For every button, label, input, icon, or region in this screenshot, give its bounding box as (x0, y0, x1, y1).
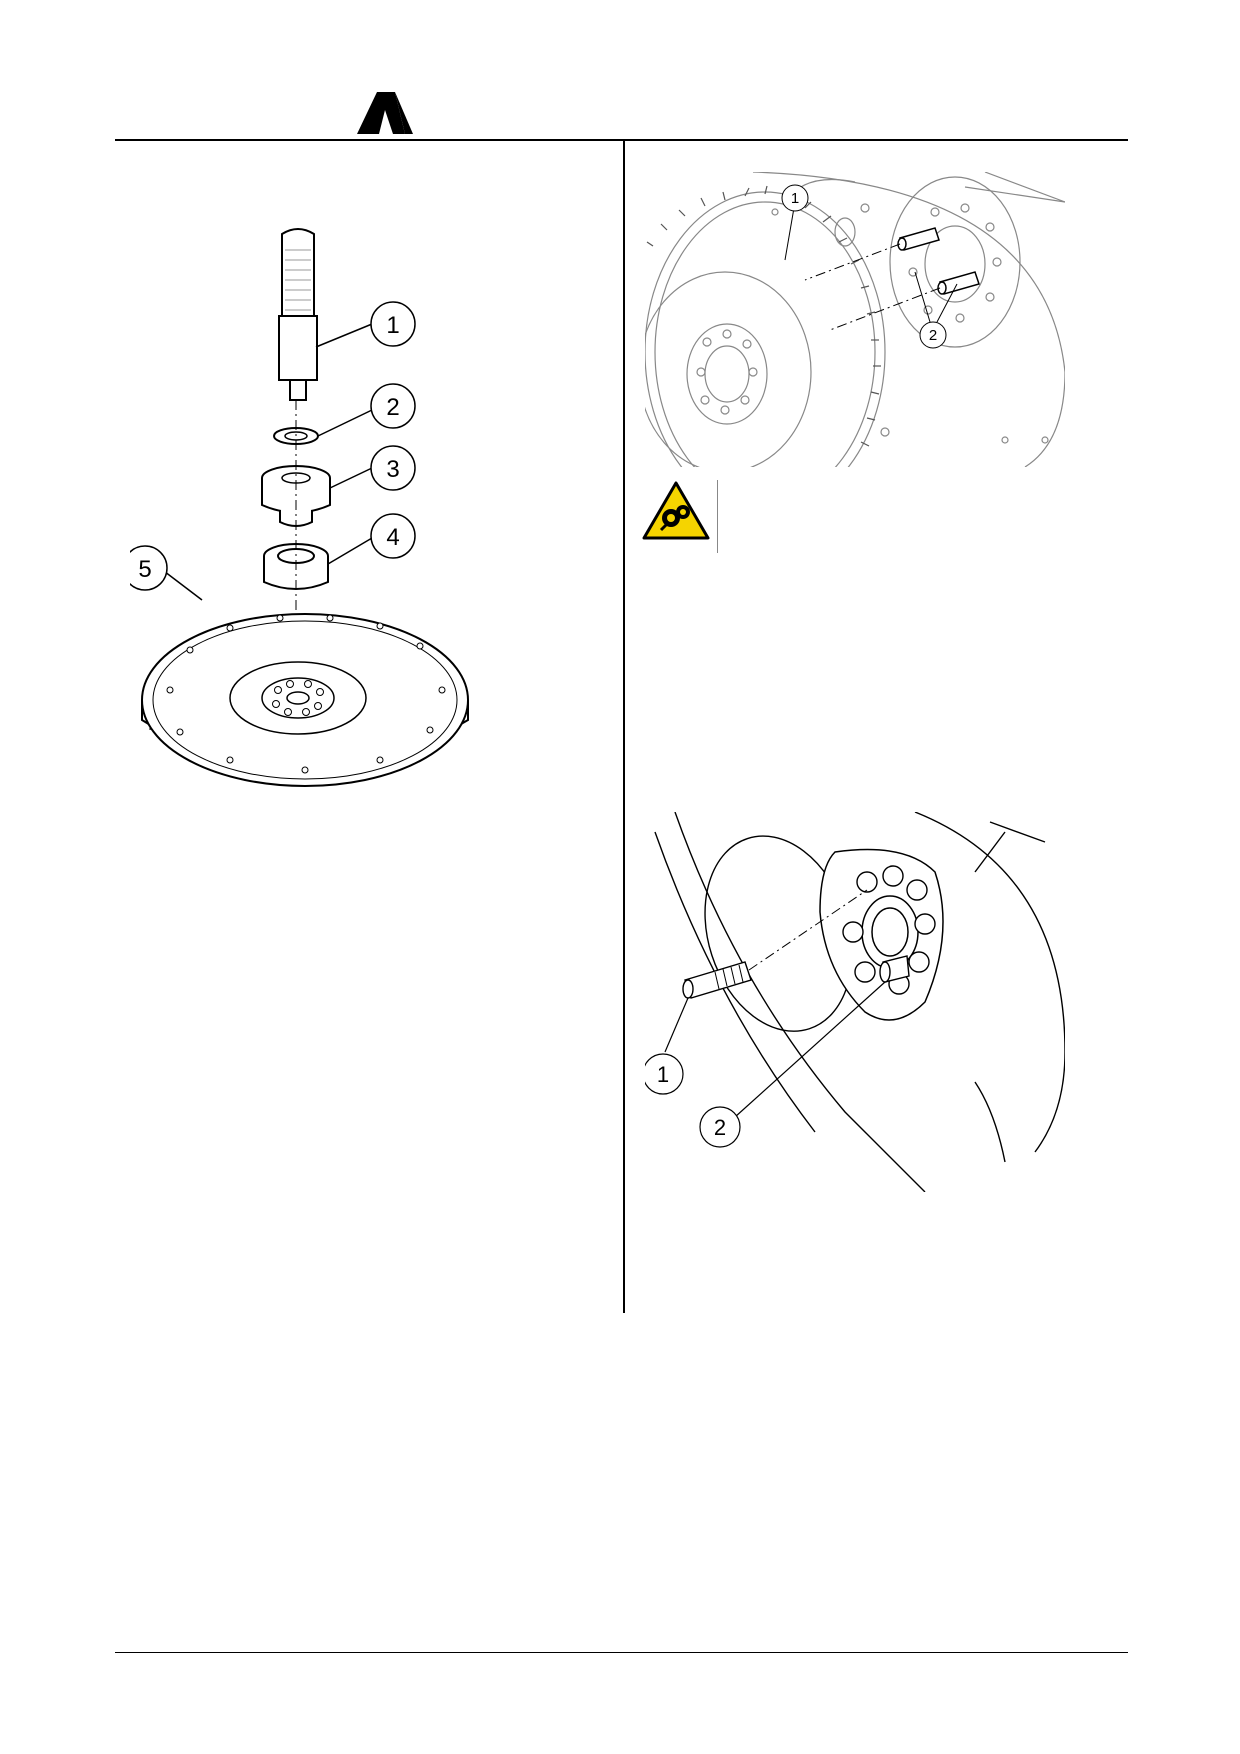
footer-rule (115, 1652, 1128, 1653)
flywheel-icon (141, 613, 469, 787)
entanglement-warning-icon (641, 480, 711, 542)
guide-pin-icon (682, 961, 752, 999)
drift-tool-icon (278, 228, 318, 401)
figure-right-bottom-view: 1 2 (642, 811, 1066, 1193)
warning-divider (717, 480, 718, 553)
callout-1: 1 (386, 312, 399, 339)
header-rule (115, 139, 1128, 141)
guide-pin-icon (897, 227, 980, 295)
callout-5: 5 (138, 556, 151, 583)
callout-1: 1 (791, 190, 799, 207)
callout-2: 2 (929, 327, 937, 344)
figure-right-top-view: 1 2 (638, 171, 1066, 513)
callout-4: 4 (386, 524, 399, 551)
figure-left-exploded-view: 1 2 3 4 5 (122, 220, 490, 820)
callout-2: 2 (714, 1115, 726, 1140)
callout-2: 2 (386, 394, 399, 421)
column-divider (623, 141, 625, 1313)
callout-3: 3 (386, 456, 399, 483)
publisher-logo-icon (355, 88, 415, 136)
callout-1: 1 (657, 1062, 669, 1087)
